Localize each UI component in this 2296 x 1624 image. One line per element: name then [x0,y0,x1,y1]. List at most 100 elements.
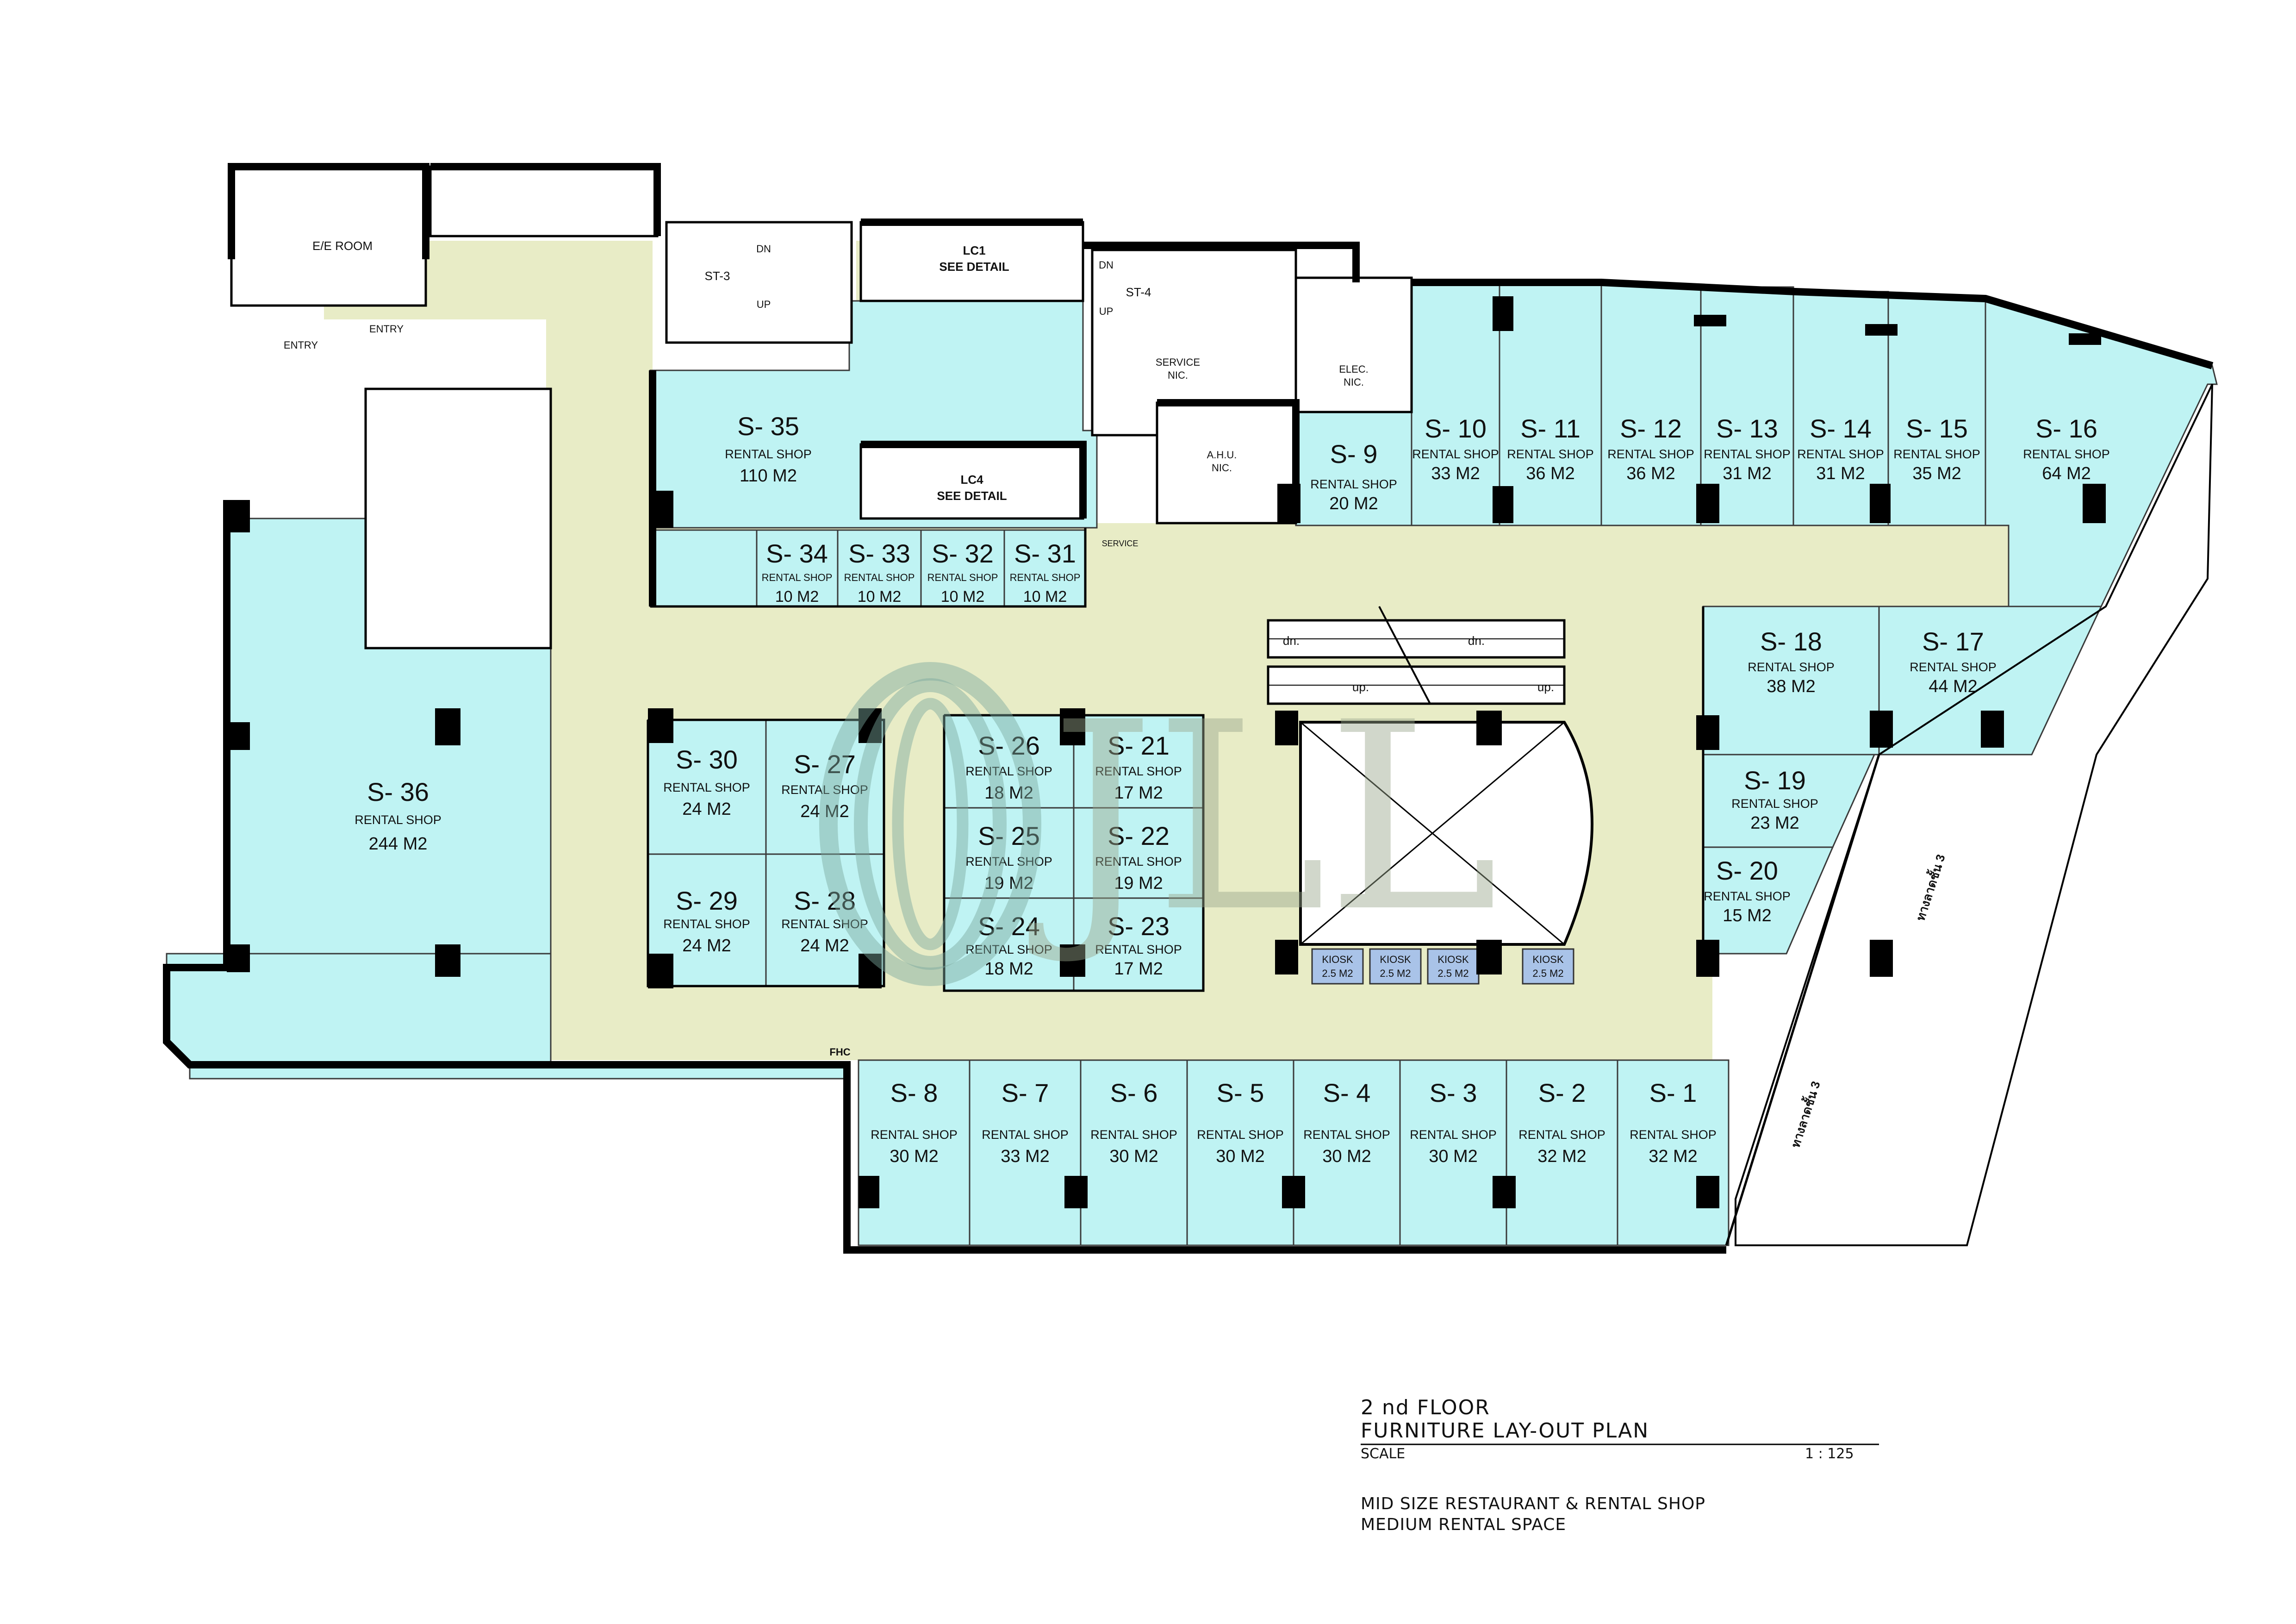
shop-s7[interactable]: S- 7 RENTAL SHOP 33 M2 [969,1059,1082,1246]
shop-area: 10 M2 [858,588,902,606]
shop-type-label: RENTAL SHOP [355,813,442,827]
shop-code: S- 28 [794,886,856,915]
room-elec-nic: ELEC. [1339,363,1369,375]
shop-s18[interactable]: S- 18 RENTAL SHOP 38 M2 [1702,606,1880,756]
note-line-2: MEDIUM RENTAL SPACE [1361,1515,1566,1534]
shop-s23[interactable]: S- 23 RENTAL SHOP 17 M2 [1073,897,1204,992]
shop-area: 17 M2 [1114,783,1163,803]
shop-s20[interactable]: S- 20 RENTAL SHOP 15 M2 [1702,846,1834,955]
shop-s5[interactable]: S- 5 RENTAL SHOP 30 M2 [1186,1059,1294,1246]
shop-area: 19 M2 [1114,874,1163,893]
shop-code: S- 22 [1108,821,1170,850]
shop-s10[interactable]: S- 10 RENTAL SHOP 33 M2 [1411,281,1500,526]
kiosk-2[interactable]: KIOSK 2.5 M2 [1369,948,1422,985]
shop-area: 24 M2 [800,936,849,956]
shop-type-label: RENTAL SHOP [1748,660,1835,674]
shop-type-label: RENTAL SHOP [1090,1128,1177,1142]
shop-type-label: RENTAL SHOP [1303,1128,1390,1142]
shop-area: 36 M2 [1526,464,1575,483]
title-block: 2 nd FLOOR FURNITURE LAY-OUT PLAN SCALE … [1361,1396,1879,1534]
lift-lc1-label: LC1 [963,244,985,257]
shop-code: S- 11 [1520,414,1580,443]
shop-s4[interactable]: S- 4 RENTAL SHOP 30 M2 [1293,1059,1401,1246]
lift-lc1-detail: SEE DETAIL [939,260,1009,274]
shop-area: 31 M2 [1816,464,1865,483]
shop-type-label: RENTAL SHOP [1410,1128,1497,1142]
atrium-void [1299,721,1593,946]
shop-s16[interactable]: S- 16 RENTAL SHOP 64 M2 [1985,300,2218,607]
shop-s31[interactable]: S- 31 RENTAL SHOP 10 M2 [1003,529,1086,607]
shop-s24[interactable]: S- 24 RENTAL SHOP 18 M2 [943,897,1075,992]
shop-type-label: RENTAL SHOP [965,943,1052,956]
shop-s32[interactable]: S- 32 RENTAL SHOP 10 M2 [920,529,1005,607]
shop-code: S- 13 [1716,414,1778,443]
shop-type-label: RENTAL SHOP [965,855,1052,868]
shop-area: 24 M2 [682,936,731,956]
shop-area: 10 M2 [775,588,819,606]
shop-type-label: RENTAL SHOP [1507,447,1594,461]
shop-code: S- 35 [737,412,799,441]
shop-area: 15 M2 [1723,906,1772,925]
kiosk-3[interactable]: KIOSK 2.5 M2 [1427,948,1480,985]
shop-type-label: RENTAL SHOP [663,781,750,794]
shop-s12[interactable]: S- 12 RENTAL SHOP 36 M2 [1600,284,1702,526]
jll-watermark: JLL [819,662,1499,986]
shop-s26[interactable]: S- 26 RENTAL SHOP 18 M2 [943,714,1075,809]
shop-code: S- 25 [978,821,1040,850]
kiosk-label: KIOSK [1532,954,1564,965]
kiosk-area: 2.5 M2 [1380,968,1411,979]
lift-lc4-detail: SEE DETAIL [937,489,1007,503]
shop-code: S- 5 [1217,1078,1264,1107]
shop-code: S- 19 [1744,766,1806,795]
shop-code: S- 16 [2035,414,2097,443]
shop-s33[interactable]: S- 33 RENTAL SHOP 10 M2 [837,529,922,607]
shop-area: 36 M2 [1626,464,1675,483]
shop-type-label: RENTAL SHOP [1518,1128,1605,1142]
shop-code: S- 26 [978,731,1040,760]
shop-area: 18 M2 [984,783,1033,803]
shop-code: S- 29 [676,886,738,915]
shop-s36[interactable]: S- 36 RENTAL SHOP 244 M2 [166,518,848,1080]
ramp-label: ทางลาดชั้น 3 [1786,1079,1823,1149]
shop-type-label: RENTAL SHOP [1797,447,1884,461]
shop-s6[interactable]: S- 6 RENTAL SHOP 30 M2 [1080,1059,1188,1246]
shop-code: S- 7 [1002,1078,1049,1107]
shop-area: 10 M2 [941,588,985,606]
shop-s25[interactable]: S- 25 RENTAL SHOP 19 M2 [943,807,1075,899]
escalator-dn-label: dn. [1468,634,1485,648]
escalator-up-label: up. [1352,680,1369,694]
stair-up-label: UP [757,299,771,310]
shop-area: 44 M2 [1929,677,1978,696]
shop-area: 33 M2 [1001,1147,1050,1166]
escalator-group: dn. dn. up. up. [1267,606,1566,705]
shop-area: 24 M2 [800,802,849,821]
shop-code: S- 3 [1430,1078,1477,1107]
shop-area: 30 M2 [1216,1147,1265,1166]
lift-lc4-label: LC4 [960,473,983,487]
kiosk-4[interactable]: KIOSK 2.5 M2 [1522,948,1574,985]
shop-s2[interactable]: S- 2 RENTAL SHOP 32 M2 [1506,1059,1618,1246]
shop-s8[interactable]: S- 8 RENTAL SHOP 30 M2 [858,1059,971,1246]
shop-area: 33 M2 [1431,464,1480,483]
shop-code: S- 32 [932,539,994,568]
shop-area: 32 M2 [1537,1147,1587,1166]
escalator-dn-label: dn. [1283,634,1300,648]
shop-s19[interactable]: S- 19 RENTAL SHOP 23 M2 [1702,754,1876,848]
shop-s9[interactable]: S- 9 RENTAL SHOP 20 M2 [1295,411,1412,526]
kiosk-label: KIOSK [1322,954,1353,965]
shop-type-label: RENTAL SHOP [1704,447,1791,461]
shop-area: 244 M2 [369,834,428,854]
shop-s34[interactable]: S- 34 RENTAL SHOP 10 M2 [756,529,839,607]
shop-s22[interactable]: S- 22 RENTAL SHOP 19 M2 [1073,807,1204,899]
shop-type-label: RENTAL SHOP [1704,889,1791,903]
shop-s15[interactable]: S- 15 RENTAL SHOP 35 M2 [1887,295,1986,526]
shop-type-label: RENTAL SHOP [1095,855,1182,868]
shop-type-label: RENTAL SHOP [1731,797,1818,811]
kiosk-1[interactable]: KIOSK 2.5 M2 [1311,948,1364,985]
shop-s1[interactable]: S- 1 RENTAL SHOP 32 M2 [1617,1059,1730,1246]
shop-s11[interactable]: S- 11 RENTAL SHOP 36 M2 [1499,281,1602,526]
shop-area: 31 M2 [1723,464,1772,483]
stair-dn-label: DN [756,243,771,255]
shop-s3[interactable]: S- 3 RENTAL SHOP 30 M2 [1399,1059,1507,1246]
